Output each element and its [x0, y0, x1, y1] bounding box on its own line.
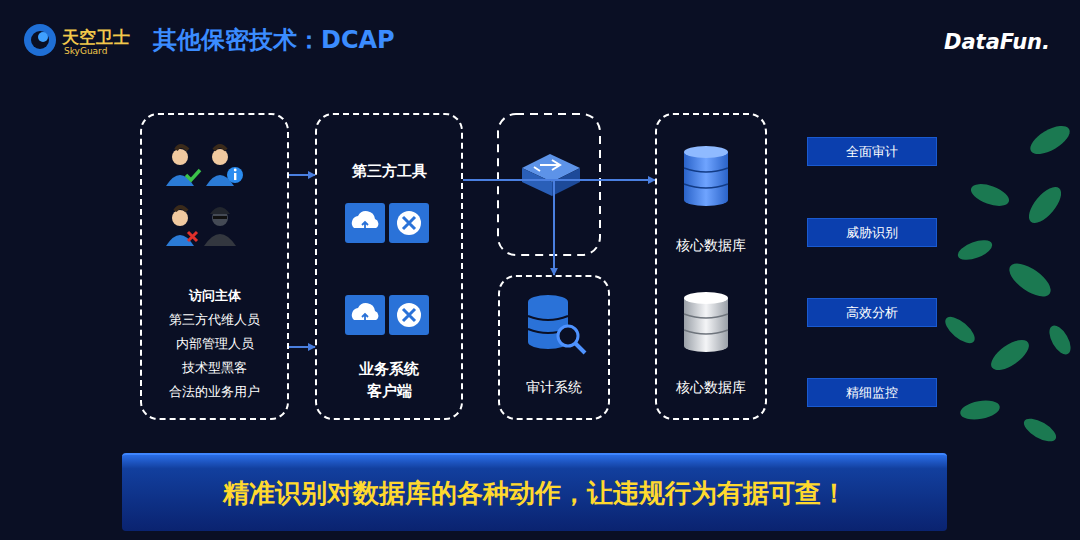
- node-text: 威胁识别: [846, 224, 898, 242]
- flow-arrow: [463, 180, 554, 275]
- node-text: 高效分析: [846, 304, 898, 322]
- audit-box: 审计系统: [498, 275, 610, 420]
- node-text: 核心数据库: [657, 377, 765, 397]
- brand-logo: 天空卫士: [62, 26, 130, 49]
- feature-tag: 全面审计: [807, 137, 937, 166]
- node-text: 审计系统: [500, 377, 608, 397]
- flow-arrow: [289, 174, 315, 176]
- feature-tag: 威胁识别: [807, 218, 937, 247]
- slide-title: 其他保密技术：DCAP: [153, 24, 395, 56]
- node-text: 访问主体: [142, 287, 287, 306]
- feature-tag: 高效分析: [807, 298, 937, 327]
- actor-box: 访问主体第三方代维人员内部管理人员技术型黑客合法的业务用户: [140, 113, 289, 420]
- node-text: 全面审计: [846, 143, 898, 161]
- slogan-banner: 精准识别对数据库的各种动作，让违规行为有据可查！: [122, 453, 947, 531]
- node-text: 技术型黑客: [142, 359, 287, 378]
- node-text: 合法的业务用户: [142, 383, 287, 402]
- node-text: 第三方代维人员: [142, 311, 287, 330]
- node-text: 精准识别对数据库的各种动作，让违规行为有据可查！: [223, 476, 847, 511]
- brand-logo: DataFun.: [944, 30, 1050, 54]
- node-text: 第三方工具: [317, 161, 461, 183]
- node-text: 业务系统 客户端: [357, 359, 422, 403]
- database-box: 核心数据库核心数据库: [655, 113, 767, 420]
- flow-arrow: [289, 346, 315, 348]
- node-text: 内部管理人员: [142, 335, 287, 354]
- feature-tag: 精细监控: [807, 378, 937, 407]
- client-box: 第三方工具业务系统 客户端: [315, 113, 463, 420]
- brand-logo-sub: SkyGuard: [64, 46, 107, 56]
- node-text: 核心数据库: [657, 235, 765, 255]
- node-text: 精细监控: [846, 384, 898, 402]
